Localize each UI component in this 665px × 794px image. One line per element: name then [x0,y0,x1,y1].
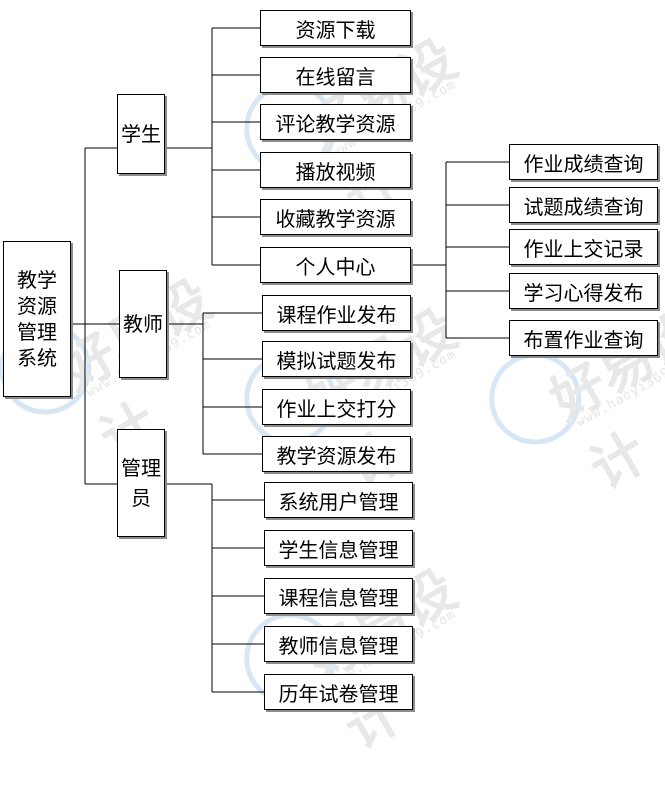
role-student: 学生 [117,94,165,174]
role-admin-item-3-label: 课程信息管理 [278,585,399,610]
role-admin-label: 管理员 [121,456,161,510]
personal-center-item-2: 试题成绩查询 [509,187,658,223]
personal-center-item-1: 作业成绩查询 [509,144,658,180]
role-admin-item-2-label: 学生信息管理 [278,537,399,562]
personal-center-item-4: 学习心得发布 [509,273,658,309]
root-node: 教学资源管理系统 [3,241,71,397]
role-student-item-3-label: 评论教学资源 [275,111,396,136]
role-student-item-2-label: 在线留言 [295,64,376,89]
role-admin-item-1-label: 系统用户管理 [278,489,399,514]
role-student-item-5-label: 收藏教学资源 [275,206,396,231]
role-student-item-6-label: 个人中心 [295,254,376,279]
personal-center-item-2-label: 试题成绩查询 [523,194,644,219]
role-teacher-item-2-label: 模拟试题发布 [276,348,397,373]
role-student-label: 学生 [121,122,161,146]
role-teacher-item-1-label: 课程作业发布 [276,302,397,327]
personal-center-item-3-label: 作业上交记录 [523,236,644,261]
role-teacher-item-4-label: 教学资源发布 [276,443,397,468]
role-admin-item-1: 系统用户管理 [264,482,413,518]
role-admin-item-4-label: 教师信息管理 [278,633,399,658]
personal-center-item-5: 布置作业查询 [509,320,658,356]
role-admin-item-5: 历年试卷管理 [264,674,413,710]
role-admin-item-4: 教师信息管理 [264,626,413,662]
role-admin: 管理员 [117,429,165,537]
role-admin-item-5-label: 历年试卷管理 [278,681,399,706]
role-student-item-4-label: 播放视频 [295,159,376,184]
role-student-item-5: 收藏教学资源 [260,199,411,235]
connector-lines [71,27,509,693]
role-teacher-item-2: 模拟试题发布 [262,341,411,377]
role-student-item-4: 播放视频 [260,152,411,188]
role-teacher-item-3: 作业上交打分 [262,389,411,425]
role-teacher: 教师 [119,270,167,378]
role-admin-item-3: 课程信息管理 [264,578,413,614]
personal-center-item-3: 作业上交记录 [509,229,658,265]
personal-center-item-1-label: 作业成绩查询 [523,151,644,176]
role-student-item-1: 资源下载 [260,10,411,46]
personal-center-item-5-label: 布置作业查询 [523,327,644,352]
role-teacher-label: 教师 [123,312,163,336]
root-node-label: 教学资源管理系统 [17,268,57,370]
role-student-item-3: 评论教学资源 [260,104,411,140]
role-student-item-2: 在线留言 [260,57,411,93]
role-teacher-item-3-label: 作业上交打分 [276,396,397,421]
role-admin-item-2: 学生信息管理 [264,530,413,566]
personal-center-item-4-label: 学习心得发布 [523,280,644,305]
role-student-item-1-label: 资源下载 [295,17,376,42]
role-student-item-6: 个人中心 [260,247,411,283]
role-teacher-item-1: 课程作业发布 [262,295,411,331]
role-teacher-item-4: 教学资源发布 [262,436,411,472]
